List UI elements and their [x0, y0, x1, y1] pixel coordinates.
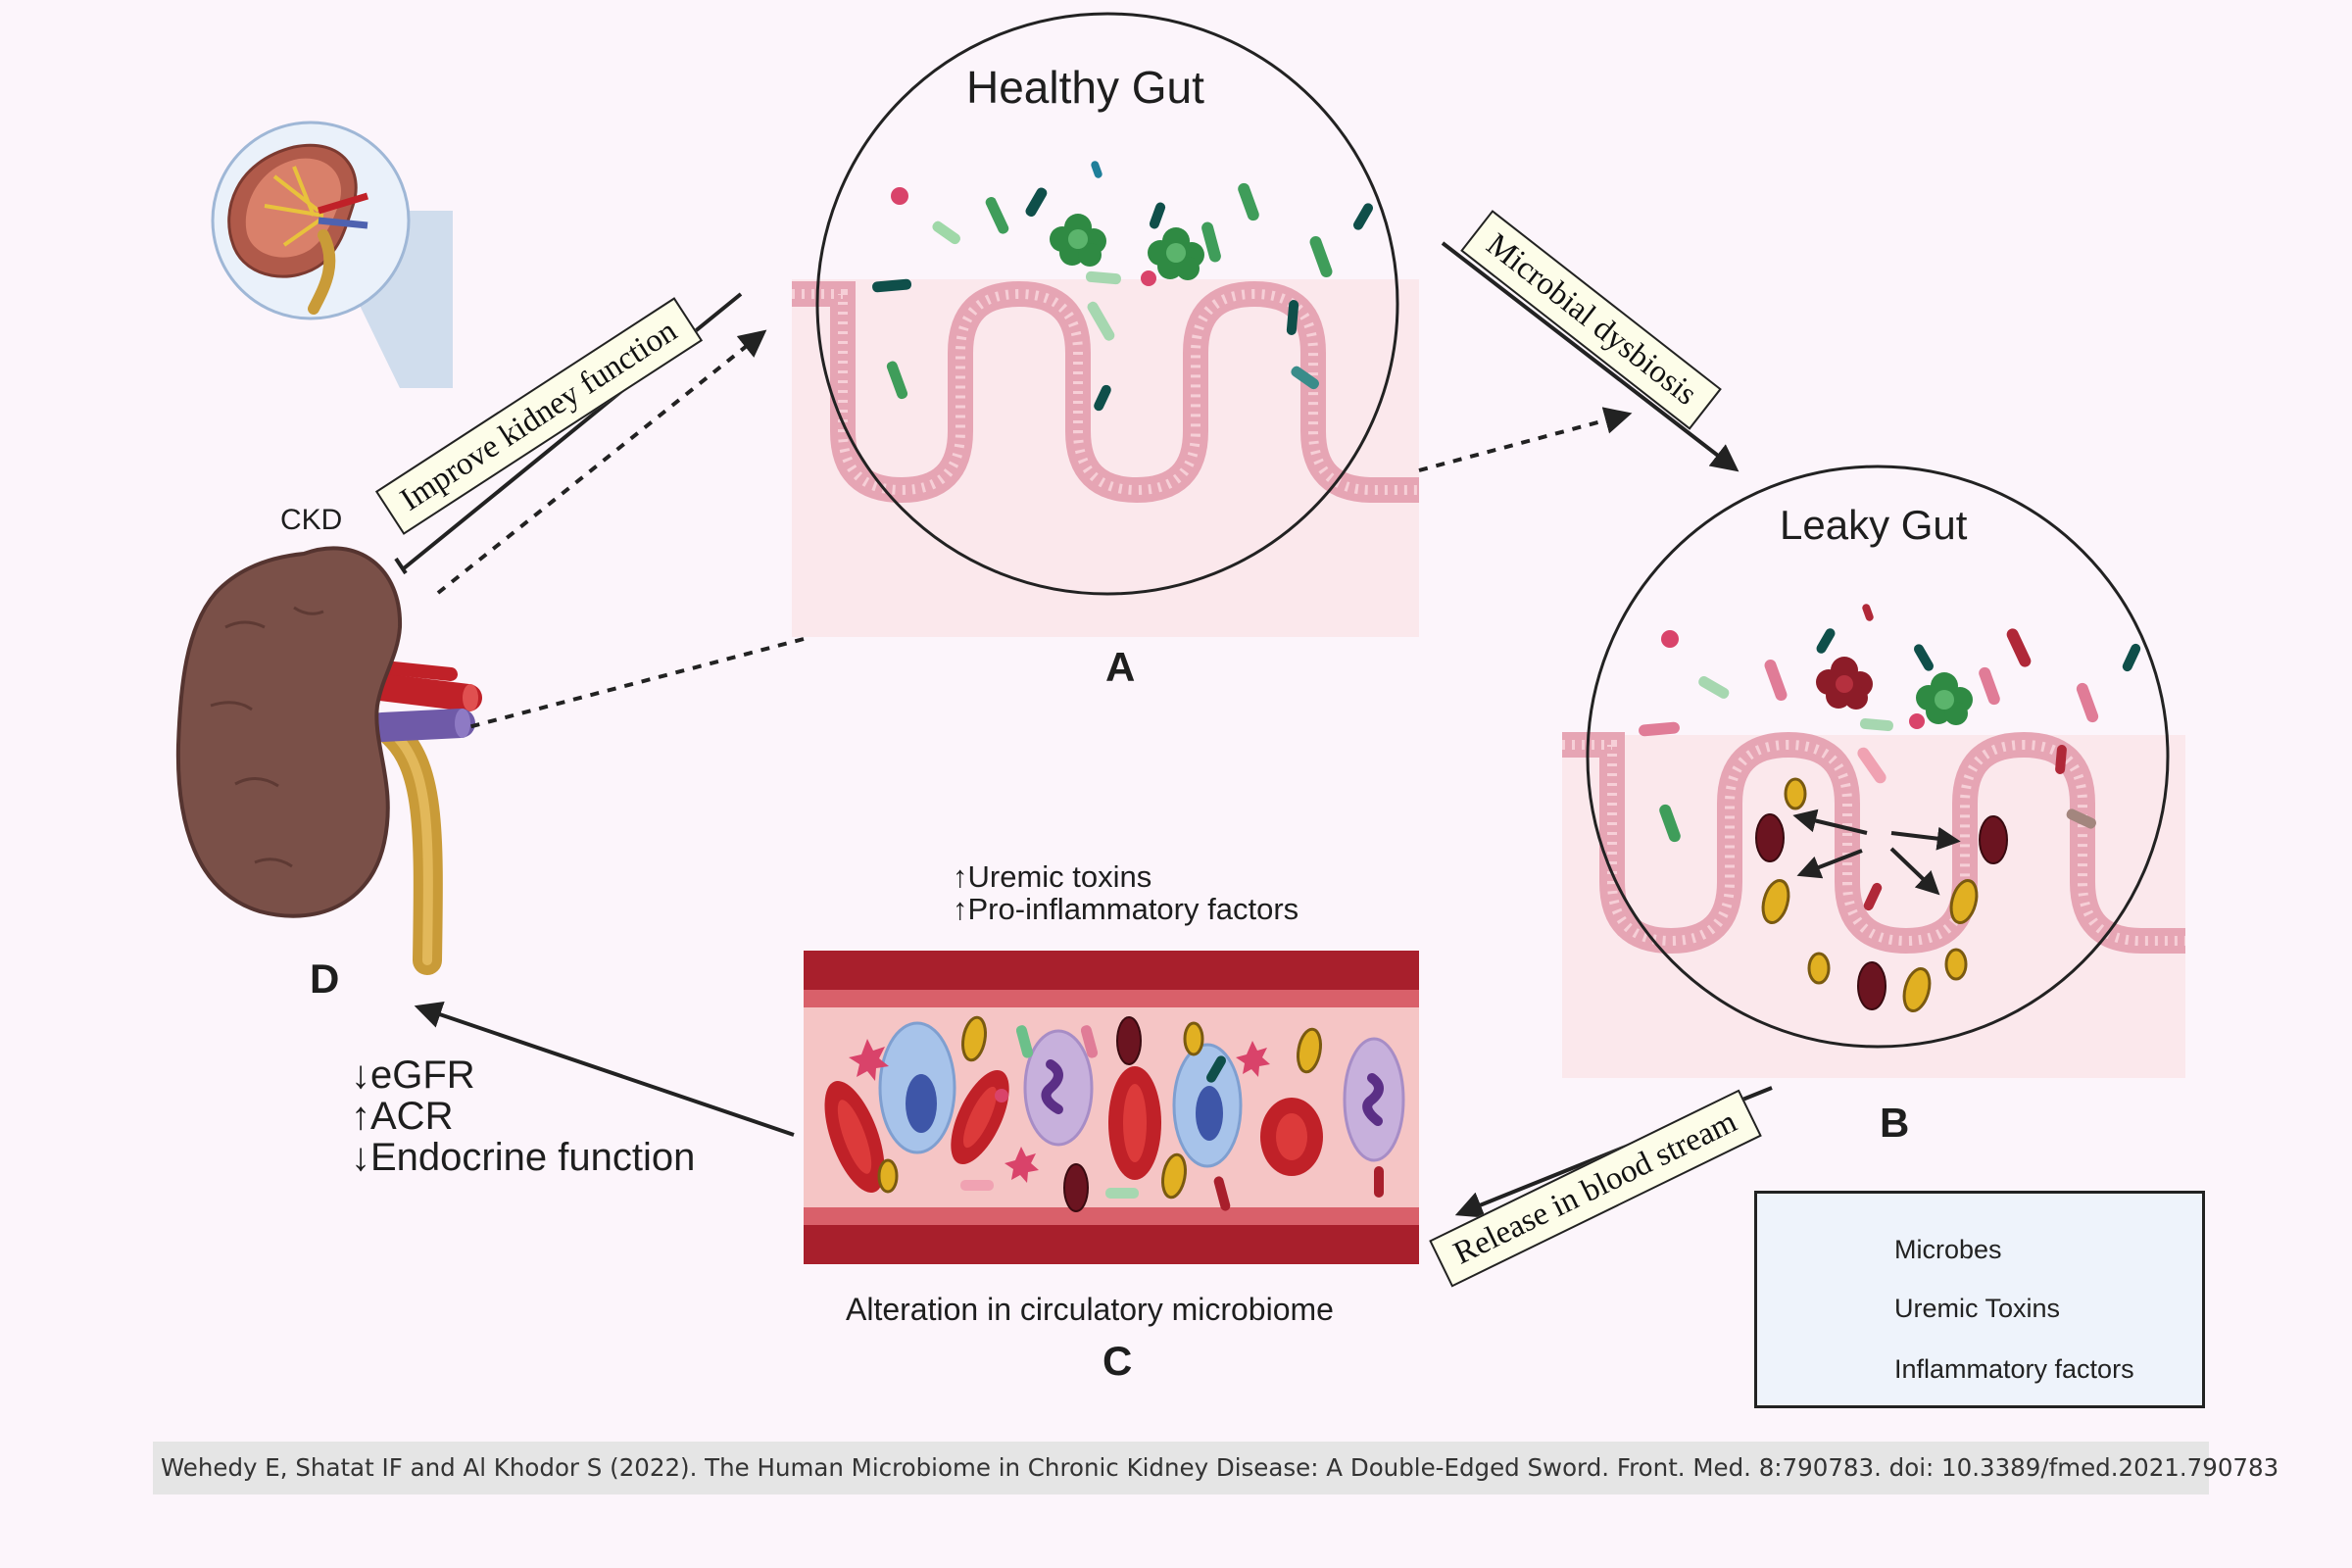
- healthy-microbe-cluster-1: [1050, 214, 1106, 267]
- vessel-wall-top: [804, 951, 1419, 990]
- effect-egfr: ↓eGFR: [351, 1054, 475, 1097]
- kidney-vein: [368, 709, 475, 742]
- healthy-gut-panel: [792, 12, 1419, 637]
- kidney-effects-list: ↓eGFR ↑ACR ↓Endocrine function: [351, 1054, 695, 1178]
- dotted-gut-to-kidney-line: [467, 637, 805, 729]
- vessel-uremic-toxins: [877, 1015, 1322, 1200]
- effect-endocrine: ↓Endocrine function: [351, 1136, 696, 1179]
- panel-label-c: C: [1102, 1338, 1133, 1384]
- rising-factors-list: ↑Uremic toxins ↑Pro-inflammatory factors: [953, 860, 1298, 925]
- healthy-gut-circle: [815, 12, 1399, 596]
- leaky-inflammatory-cluster: [1816, 657, 1873, 710]
- vessel-microbes: [960, 1025, 1384, 1211]
- legend-inflammatory-factors-label: Inflammatory factors: [1894, 1354, 2134, 1384]
- leaky-microbe-cluster: [1916, 672, 1973, 725]
- rising-item-uremic-toxins: ↑Uremic toxins: [953, 859, 1152, 894]
- effect-acr: ↑ACR: [351, 1095, 454, 1138]
- kidney-cross-section-inset: [211, 121, 453, 388]
- leaky-gut-panel: [1562, 465, 2185, 1078]
- vessel-inflammatory-factors: [1063, 1016, 1142, 1212]
- leaky-diffusion-arrows: [1792, 808, 1961, 896]
- panel-label-b: B: [1880, 1100, 1910, 1146]
- legend-uremic-toxins-label: Uremic Toxins: [1894, 1294, 2061, 1323]
- white-blood-cells: [878, 1021, 1405, 1168]
- leaky-inflammatory-factors: [1755, 813, 2008, 1010]
- vessel-wall-bottom: [804, 1225, 1419, 1264]
- legend-microbes-label: Microbes: [1894, 1235, 2002, 1264]
- circulatory-caption: Alteration in circulatory microbiome: [846, 1292, 1334, 1327]
- red-blood-cells: [824, 1066, 1323, 1193]
- leaky-gut-title: Leaky Gut: [1780, 502, 1968, 548]
- kidney-illustration: [175, 546, 482, 975]
- rising-item-pro-inflammatory: ↑Pro-inflammatory factors: [953, 892, 1299, 926]
- kidney-artery: [359, 672, 482, 711]
- platelets: [849, 1039, 1270, 1183]
- panel-label-d: D: [310, 956, 340, 1002]
- dotted-gut-to-leaky-arrow: [1418, 407, 1633, 472]
- vessel-to-kidney-arrow: [414, 1001, 795, 1137]
- leaky-gut-circle: [1586, 465, 2170, 1049]
- leaky-microbes: [1639, 604, 2141, 1012]
- citation: Wehedy E, Shatat IF and Al Khodor S (202…: [153, 1442, 2278, 1494]
- ckd-label: CKD: [280, 504, 343, 536]
- kidney-body: [175, 546, 403, 918]
- leaky-uremic-toxins: [1761, 777, 1979, 1012]
- dysbiosis-arrow: [1441, 241, 1740, 472]
- legend: Microbes Uremic Toxins Inflammatory fact…: [1754, 1191, 2205, 1408]
- healthy-gut-title: Healthy Gut: [966, 62, 1204, 113]
- healthy-microbe-cluster-2: [1148, 227, 1204, 280]
- blood-vessel-panel: [804, 951, 1419, 1264]
- panel-label-a: A: [1105, 644, 1136, 690]
- healthy-microbes: [872, 161, 1373, 412]
